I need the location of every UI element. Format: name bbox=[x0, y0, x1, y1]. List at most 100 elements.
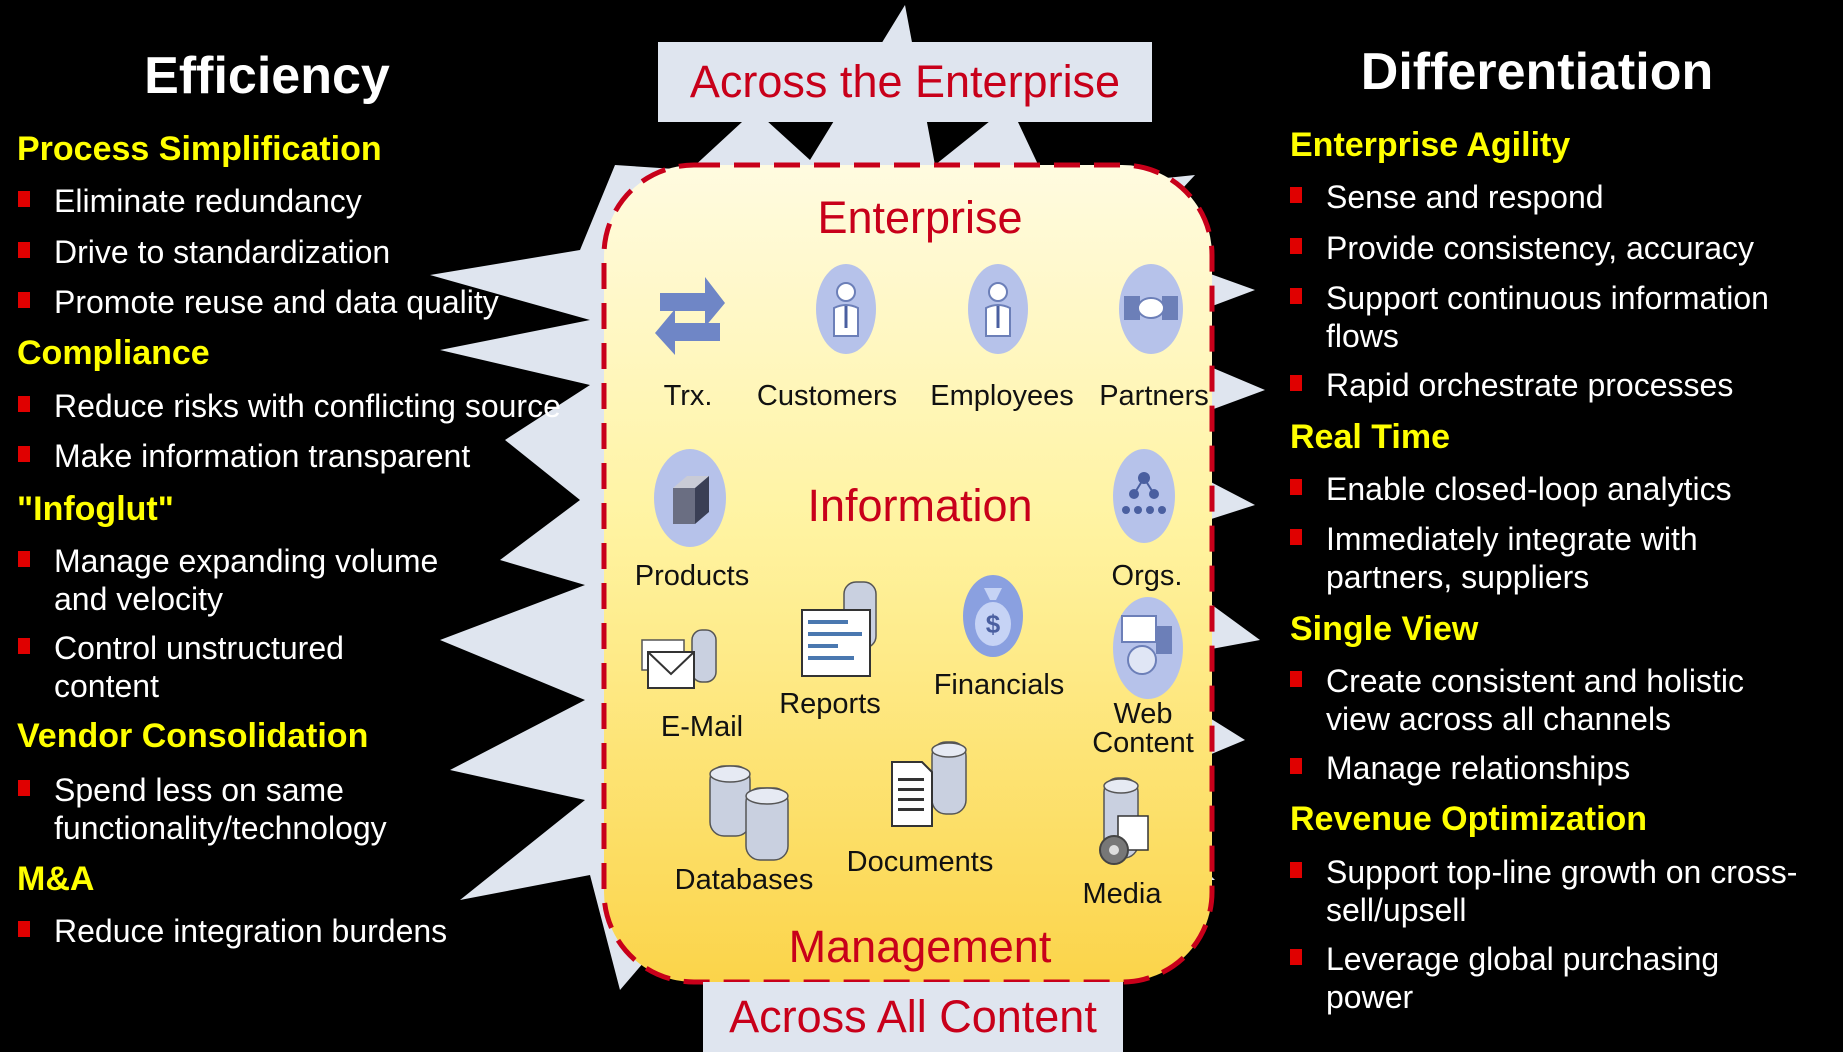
customer-person-icon bbox=[816, 264, 876, 354]
item-text: Manage expanding volume and velocity bbox=[54, 543, 439, 617]
item-text: Make information transparent bbox=[54, 438, 471, 474]
item-text: Provide consistency, accuracy bbox=[1326, 230, 1755, 266]
right-list-item: Provide consistency, accuracy bbox=[1290, 229, 1755, 267]
item-text: Spend less on same functionality/technol… bbox=[54, 772, 387, 846]
financials-moneybag-icon: $ bbox=[963, 575, 1023, 657]
bullet-icon bbox=[18, 921, 30, 937]
svg-text:$: $ bbox=[986, 609, 1001, 639]
right-section-title: Real Time bbox=[1290, 418, 1451, 456]
label-financials: Financials bbox=[933, 669, 1065, 701]
bullet-icon bbox=[1290, 862, 1302, 878]
bullet-icon bbox=[18, 242, 30, 258]
bullet-icon bbox=[18, 446, 30, 462]
label-orgs: Orgs. bbox=[1111, 560, 1183, 592]
right-list-item: Enable closed-loop analytics bbox=[1290, 470, 1732, 508]
bullet-icon bbox=[1290, 529, 1302, 545]
label-trx: Trx. bbox=[663, 380, 713, 412]
label-reports: Reports bbox=[779, 688, 881, 720]
item-text: Leverage global purchasing power bbox=[1326, 941, 1720, 1015]
bullet-icon bbox=[1290, 375, 1302, 391]
item-text: Manage relationships bbox=[1326, 750, 1631, 786]
label-customers: Customers bbox=[756, 380, 898, 412]
right-heading: Differentiation bbox=[1360, 43, 1714, 101]
orgs-hierarchy-icon bbox=[1113, 449, 1175, 543]
reports-icon bbox=[801, 581, 877, 677]
bullet-icon bbox=[18, 292, 30, 308]
item-text: Rapid orchestrate processes bbox=[1326, 367, 1734, 403]
employee-person-icon bbox=[968, 264, 1028, 354]
item-text: Support top-line growth on cross-sell/up… bbox=[1326, 854, 1798, 928]
bullet-icon bbox=[18, 551, 30, 567]
bullet-icon bbox=[1290, 949, 1302, 965]
label-web-content-line1: Web bbox=[1113, 698, 1173, 730]
left-list-item: Make information transparent bbox=[18, 437, 471, 475]
bullet-icon bbox=[1290, 187, 1302, 203]
transactions-arrows-icon bbox=[655, 277, 725, 355]
left-list-item: Control unstructured content bbox=[18, 629, 394, 705]
item-text: Support continuous information flows bbox=[1326, 280, 1769, 354]
right-section-title: Enterprise Agility bbox=[1290, 126, 1571, 164]
products-cube-icon bbox=[654, 449, 726, 547]
media-icon bbox=[1099, 777, 1149, 865]
bullet-icon bbox=[18, 638, 30, 654]
right-list-item: Sense and respond bbox=[1290, 178, 1604, 216]
documents-icon bbox=[891, 741, 967, 827]
web-content-icon bbox=[1113, 597, 1183, 699]
top-banner: Across the Enterprise bbox=[658, 42, 1152, 122]
email-icon bbox=[641, 629, 717, 689]
left-list-item: Drive to standardization bbox=[18, 233, 391, 271]
bullet-icon bbox=[1290, 671, 1302, 687]
right-list-item: Support top-line growth on cross-sell/up… bbox=[1290, 853, 1826, 929]
bullet-icon bbox=[18, 780, 30, 796]
item-text: Enable closed-loop analytics bbox=[1326, 471, 1732, 507]
right-list-item: Create consistent and holistic view acro… bbox=[1290, 662, 1806, 738]
item-text: Promote reuse and data quality bbox=[54, 284, 499, 320]
label-databases: Databases bbox=[674, 864, 814, 896]
label-web-content-line2: Content bbox=[1092, 727, 1194, 759]
right-list-item: Rapid orchestrate processes bbox=[1290, 366, 1734, 404]
left-list-item: Manage expanding volume and velocity bbox=[18, 542, 484, 618]
item-text: Control unstructured content bbox=[54, 630, 344, 704]
label-products: Products bbox=[634, 560, 750, 592]
left-section-title: Process Simplification bbox=[17, 130, 382, 168]
item-text: Sense and respond bbox=[1326, 179, 1604, 215]
left-heading: Efficiency bbox=[144, 47, 390, 105]
item-text: Drive to standardization bbox=[54, 234, 391, 270]
bullet-icon bbox=[1290, 238, 1302, 254]
right-list-item: Support continuous information flows bbox=[1290, 279, 1826, 355]
label-employees: Employees bbox=[930, 380, 1074, 412]
right-section-title: Single View bbox=[1290, 610, 1479, 648]
bullet-icon bbox=[1290, 479, 1302, 495]
item-text: Create consistent and holistic view acro… bbox=[1326, 663, 1744, 737]
item-text: Immediately integrate with partners, sup… bbox=[1326, 521, 1698, 595]
left-list-item: Eliminate redundancy bbox=[18, 182, 362, 220]
panel-title-information: Information bbox=[807, 480, 1033, 531]
databases-icon bbox=[709, 765, 789, 861]
bottom-banner: Across All Content bbox=[703, 982, 1123, 1052]
bullet-icon bbox=[1290, 758, 1302, 774]
item-text: Reduce risks with conflicting source bbox=[54, 388, 561, 424]
item-text: Eliminate redundancy bbox=[54, 183, 362, 219]
left-list-item: Promote reuse and data quality bbox=[18, 283, 499, 321]
left-list-item: Reduce risks with conflicting source bbox=[18, 387, 561, 425]
panel-title-enterprise: Enterprise bbox=[817, 192, 1023, 243]
label-media: Media bbox=[1082, 878, 1162, 910]
right-list-item: Immediately integrate with partners, sup… bbox=[1290, 520, 1766, 596]
label-documents: Documents bbox=[846, 846, 994, 878]
right-section-title: Revenue Optimization bbox=[1290, 800, 1648, 838]
left-section-title: M&A bbox=[17, 860, 95, 898]
label-email: E-Mail bbox=[660, 711, 744, 743]
bullet-icon bbox=[1290, 288, 1302, 304]
left-list-item: Reduce integration burdens bbox=[18, 912, 448, 950]
label-partners: Partners bbox=[1099, 380, 1209, 412]
left-section-title: "Infoglut" bbox=[17, 490, 174, 528]
right-list-item: Manage relationships bbox=[1290, 749, 1631, 787]
bullet-icon bbox=[18, 191, 30, 207]
left-section-title: Compliance bbox=[17, 334, 210, 372]
item-text: Reduce integration burdens bbox=[54, 913, 448, 949]
partners-handshake-icon bbox=[1119, 264, 1183, 354]
bullet-icon bbox=[18, 396, 30, 412]
right-list-item: Leverage global purchasing power bbox=[1290, 940, 1766, 1016]
panel-title-management: Management bbox=[788, 921, 1052, 972]
